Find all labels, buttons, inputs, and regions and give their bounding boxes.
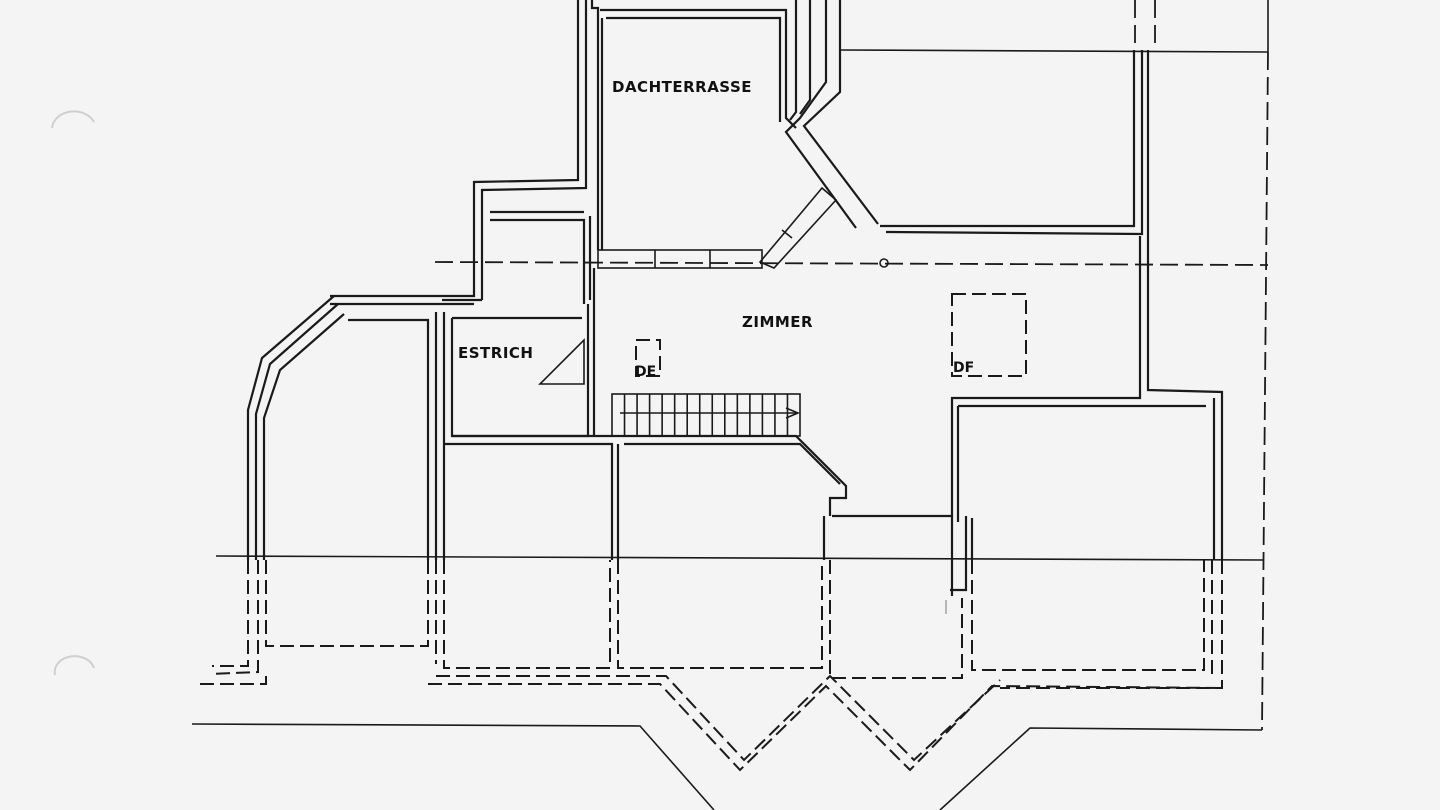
eaves-line <box>215 555 1265 561</box>
left-walls <box>246 210 974 596</box>
binder-hole-top <box>51 110 95 129</box>
lower-floor-projection <box>191 560 1263 810</box>
room-label-dachterrasse: DACHTERRASSE <box>612 78 752 96</box>
staircase <box>611 393 801 437</box>
dachterrasse-walls <box>330 0 879 300</box>
roof-outline <box>434 0 1269 731</box>
skylight-label-small: DE <box>635 364 656 380</box>
room-label-zimmer: ZIMMER <box>742 313 813 331</box>
binder-hole-bottom <box>53 655 95 676</box>
skylight-large-outline <box>951 293 1027 377</box>
upper-right-walls <box>832 50 1224 560</box>
skylight-small-outline <box>635 339 661 377</box>
room-label-estrich: ESTRICH <box>458 344 533 362</box>
skylight-label-large: DF <box>953 360 974 376</box>
